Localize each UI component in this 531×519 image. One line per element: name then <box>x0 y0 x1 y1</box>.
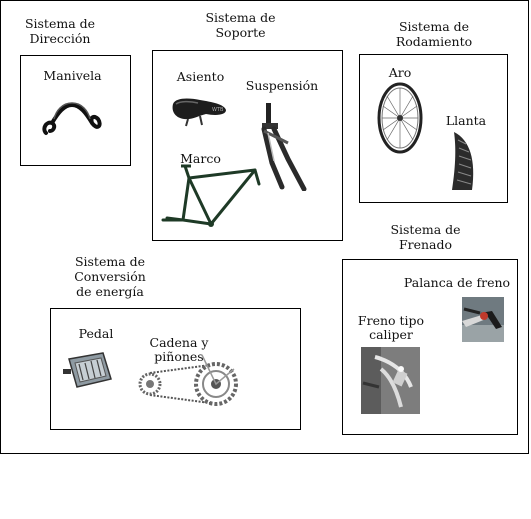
label-palanca: Palanca de freno <box>403 275 511 290</box>
suspension-fork-icon <box>258 103 310 191</box>
title-frenado: Sistema de Frenado <box>390 222 461 252</box>
svg-text:WTB: WTB <box>212 107 224 113</box>
label-cadena: Cadena y piñones <box>149 335 209 364</box>
box-direccion <box>20 55 131 166</box>
handlebar-icon <box>40 93 104 137</box>
caliper-brake-icon <box>361 347 420 414</box>
brake-lever-icon <box>462 297 504 342</box>
label-asiento: Asiento <box>176 69 225 84</box>
label-pedal: Pedal <box>78 326 114 341</box>
label-caliper: Freno tipo caliper <box>357 313 425 342</box>
saddle-icon: WTB <box>170 94 228 127</box>
label-aro: Aro <box>388 65 412 80</box>
title-conversion: Sistema de Conversión de energía <box>74 254 146 299</box>
label-llanta: Llanta <box>445 113 487 128</box>
tire-icon <box>446 130 478 192</box>
wheel-rim-icon <box>377 82 423 154</box>
pedal-icon <box>63 349 115 391</box>
title-soporte: Sistema de Soporte <box>205 10 276 40</box>
bike-frame-icon <box>159 160 272 228</box>
label-manivela: Manivela <box>43 68 102 83</box>
box-rodamiento <box>359 54 508 203</box>
title-rodamiento: Sistema de Rodamiento <box>395 19 473 49</box>
chain-sprockets-icon <box>138 351 240 409</box>
title-direccion: Sistema de Dirección <box>24 16 96 46</box>
label-suspension: Suspensión <box>245 78 319 93</box>
diagram-frame <box>0 0 529 454</box>
label-marco: Marco <box>180 151 221 166</box>
